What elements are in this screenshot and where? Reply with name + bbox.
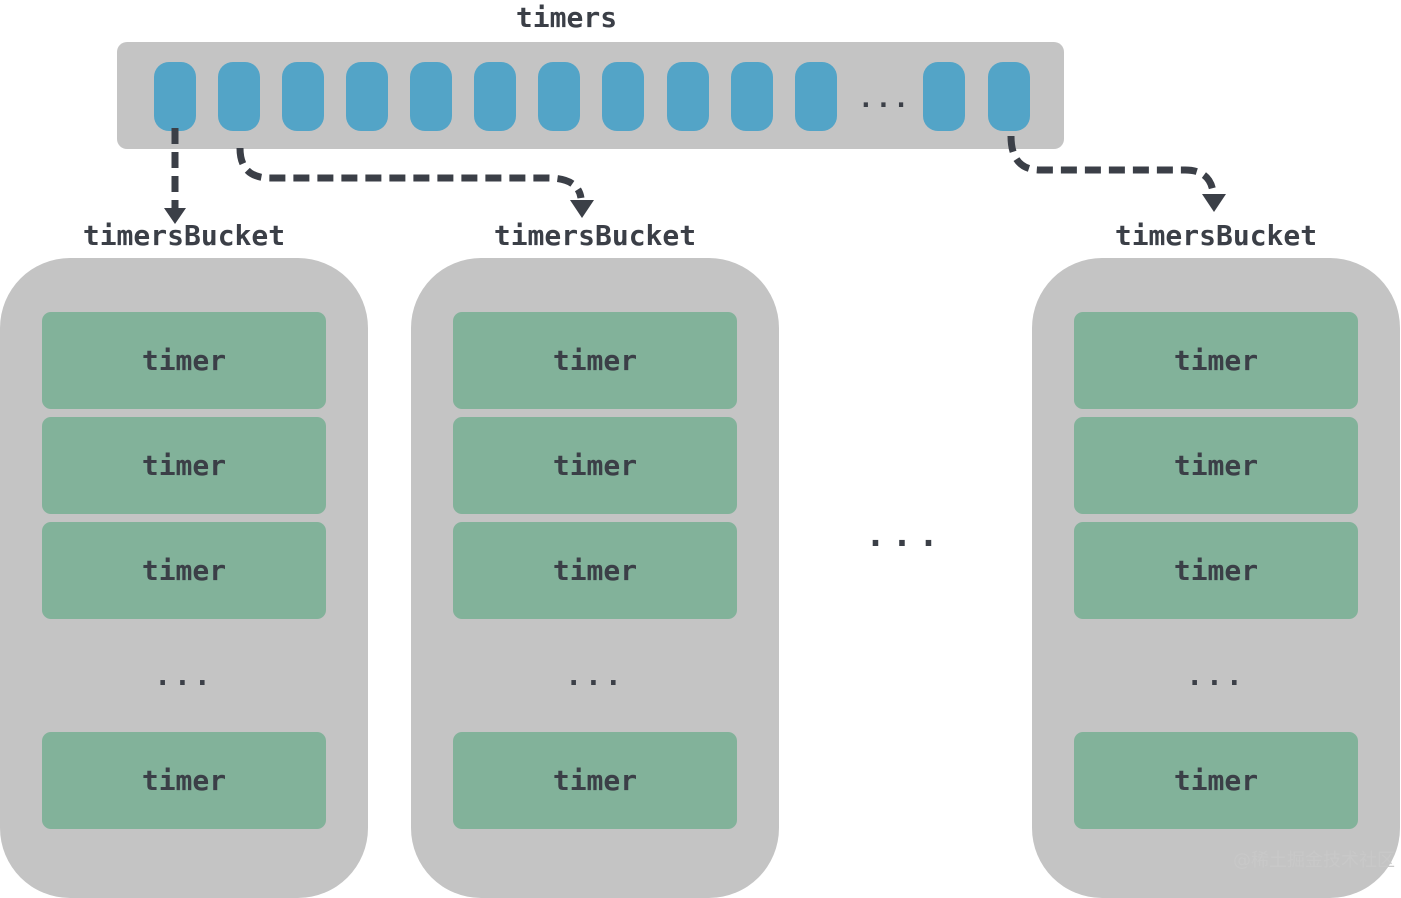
timer-slot: [538, 62, 580, 131]
arrowhead-1: [164, 208, 186, 224]
timer-item: timer: [42, 312, 326, 409]
bucket-ellipsis: ...: [565, 659, 625, 692]
arrow-to-bucket-3: [1007, 135, 1217, 193]
timers-title: timers: [515, 1, 618, 34]
timer-item: timer: [42, 417, 326, 514]
timers-bucket: timer timer timer ... timer: [411, 258, 779, 898]
timer-slot: [923, 62, 965, 131]
pointer-arrows: [164, 128, 1226, 224]
timer-slot: [988, 62, 1030, 131]
bucket-ellipsis: ...: [1186, 659, 1246, 692]
timer-slot: [218, 62, 260, 131]
timers-bucket: timer timer timer ... timer: [0, 258, 368, 898]
timer-item: timer: [453, 417, 737, 514]
timer-item: timer: [453, 732, 737, 829]
timer-item: timer: [453, 522, 737, 619]
timer-item: timer: [453, 312, 737, 409]
timers-array: ...: [117, 42, 1064, 149]
timer-slot: [731, 62, 773, 131]
arrow-to-bucket-2: [236, 147, 585, 199]
timer-slot: [667, 62, 709, 131]
timer-slot: [410, 62, 452, 131]
timer-slot: [474, 62, 516, 131]
arrowhead-3: [1202, 194, 1226, 212]
watermark: @稀土掘金技术社区: [1233, 850, 1395, 871]
bucket-title: timersBucket: [82, 219, 286, 252]
timers-bucket: timer timer timer ... timer: [1032, 258, 1400, 898]
timer-item: timer: [1074, 417, 1358, 514]
timer-item: timer: [1074, 732, 1358, 829]
bucket-title: timersBucket: [1114, 219, 1318, 252]
buckets-ellipsis: ...: [865, 515, 945, 555]
timer-item: timer: [1074, 312, 1358, 409]
timer-slot: [346, 62, 388, 131]
timer-item: timer: [42, 522, 326, 619]
timer-slot: [602, 62, 644, 131]
arrowhead-2: [570, 200, 594, 218]
bucket-ellipsis: ...: [154, 659, 214, 692]
timer-item: timer: [42, 732, 326, 829]
array-ellipsis: ...: [858, 84, 911, 114]
bucket-title: timersBucket: [493, 219, 697, 252]
timer-item: timer: [1074, 522, 1358, 619]
timer-slot: [795, 62, 837, 131]
timer-slot: [282, 62, 324, 131]
timer-slot: [154, 62, 196, 131]
